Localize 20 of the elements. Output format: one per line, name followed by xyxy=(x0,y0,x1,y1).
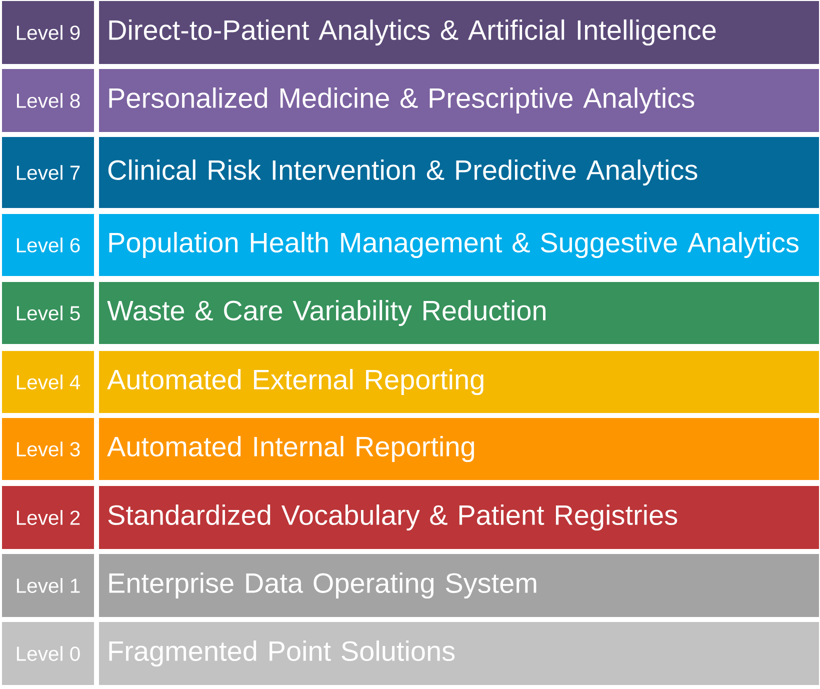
level-box: Level 6 xyxy=(2,214,94,276)
level-box: Level 7 xyxy=(2,137,94,208)
level-box: Level 4 xyxy=(2,351,94,413)
level-box: Level 8 xyxy=(2,69,94,132)
stage-box: Clinical Risk Intervention & Predictive Analytics xyxy=(99,137,820,208)
stage-box: Direct-to-Patient Analytics & Artificial Intelligence xyxy=(99,1,820,64)
stage-box: Automated Internal Reporting xyxy=(99,418,820,480)
stage-box: Fragmented Point Solutions xyxy=(99,622,820,685)
stage-box: Standardized Vocabulary & Patient Registries xyxy=(99,486,820,549)
stage-box: Automated External Reporting xyxy=(99,351,820,413)
stage-box: Enterprise Data Operating System xyxy=(99,554,820,617)
level-box: Level 1 xyxy=(2,554,94,617)
level-box: Level 2 xyxy=(2,486,94,549)
stage-box: Personalized Medicine & Prescriptive Analytics xyxy=(99,69,820,132)
level-box: Level 0 xyxy=(2,622,94,685)
stage-box: Population Health Management & Suggestive Analytics xyxy=(99,214,820,276)
stage-box: Waste & Care Variability Reduction xyxy=(99,282,820,344)
level-box: Level 9 xyxy=(2,1,94,64)
level-box: Level 3 xyxy=(2,418,94,480)
level-box: Level 5 xyxy=(2,282,94,344)
